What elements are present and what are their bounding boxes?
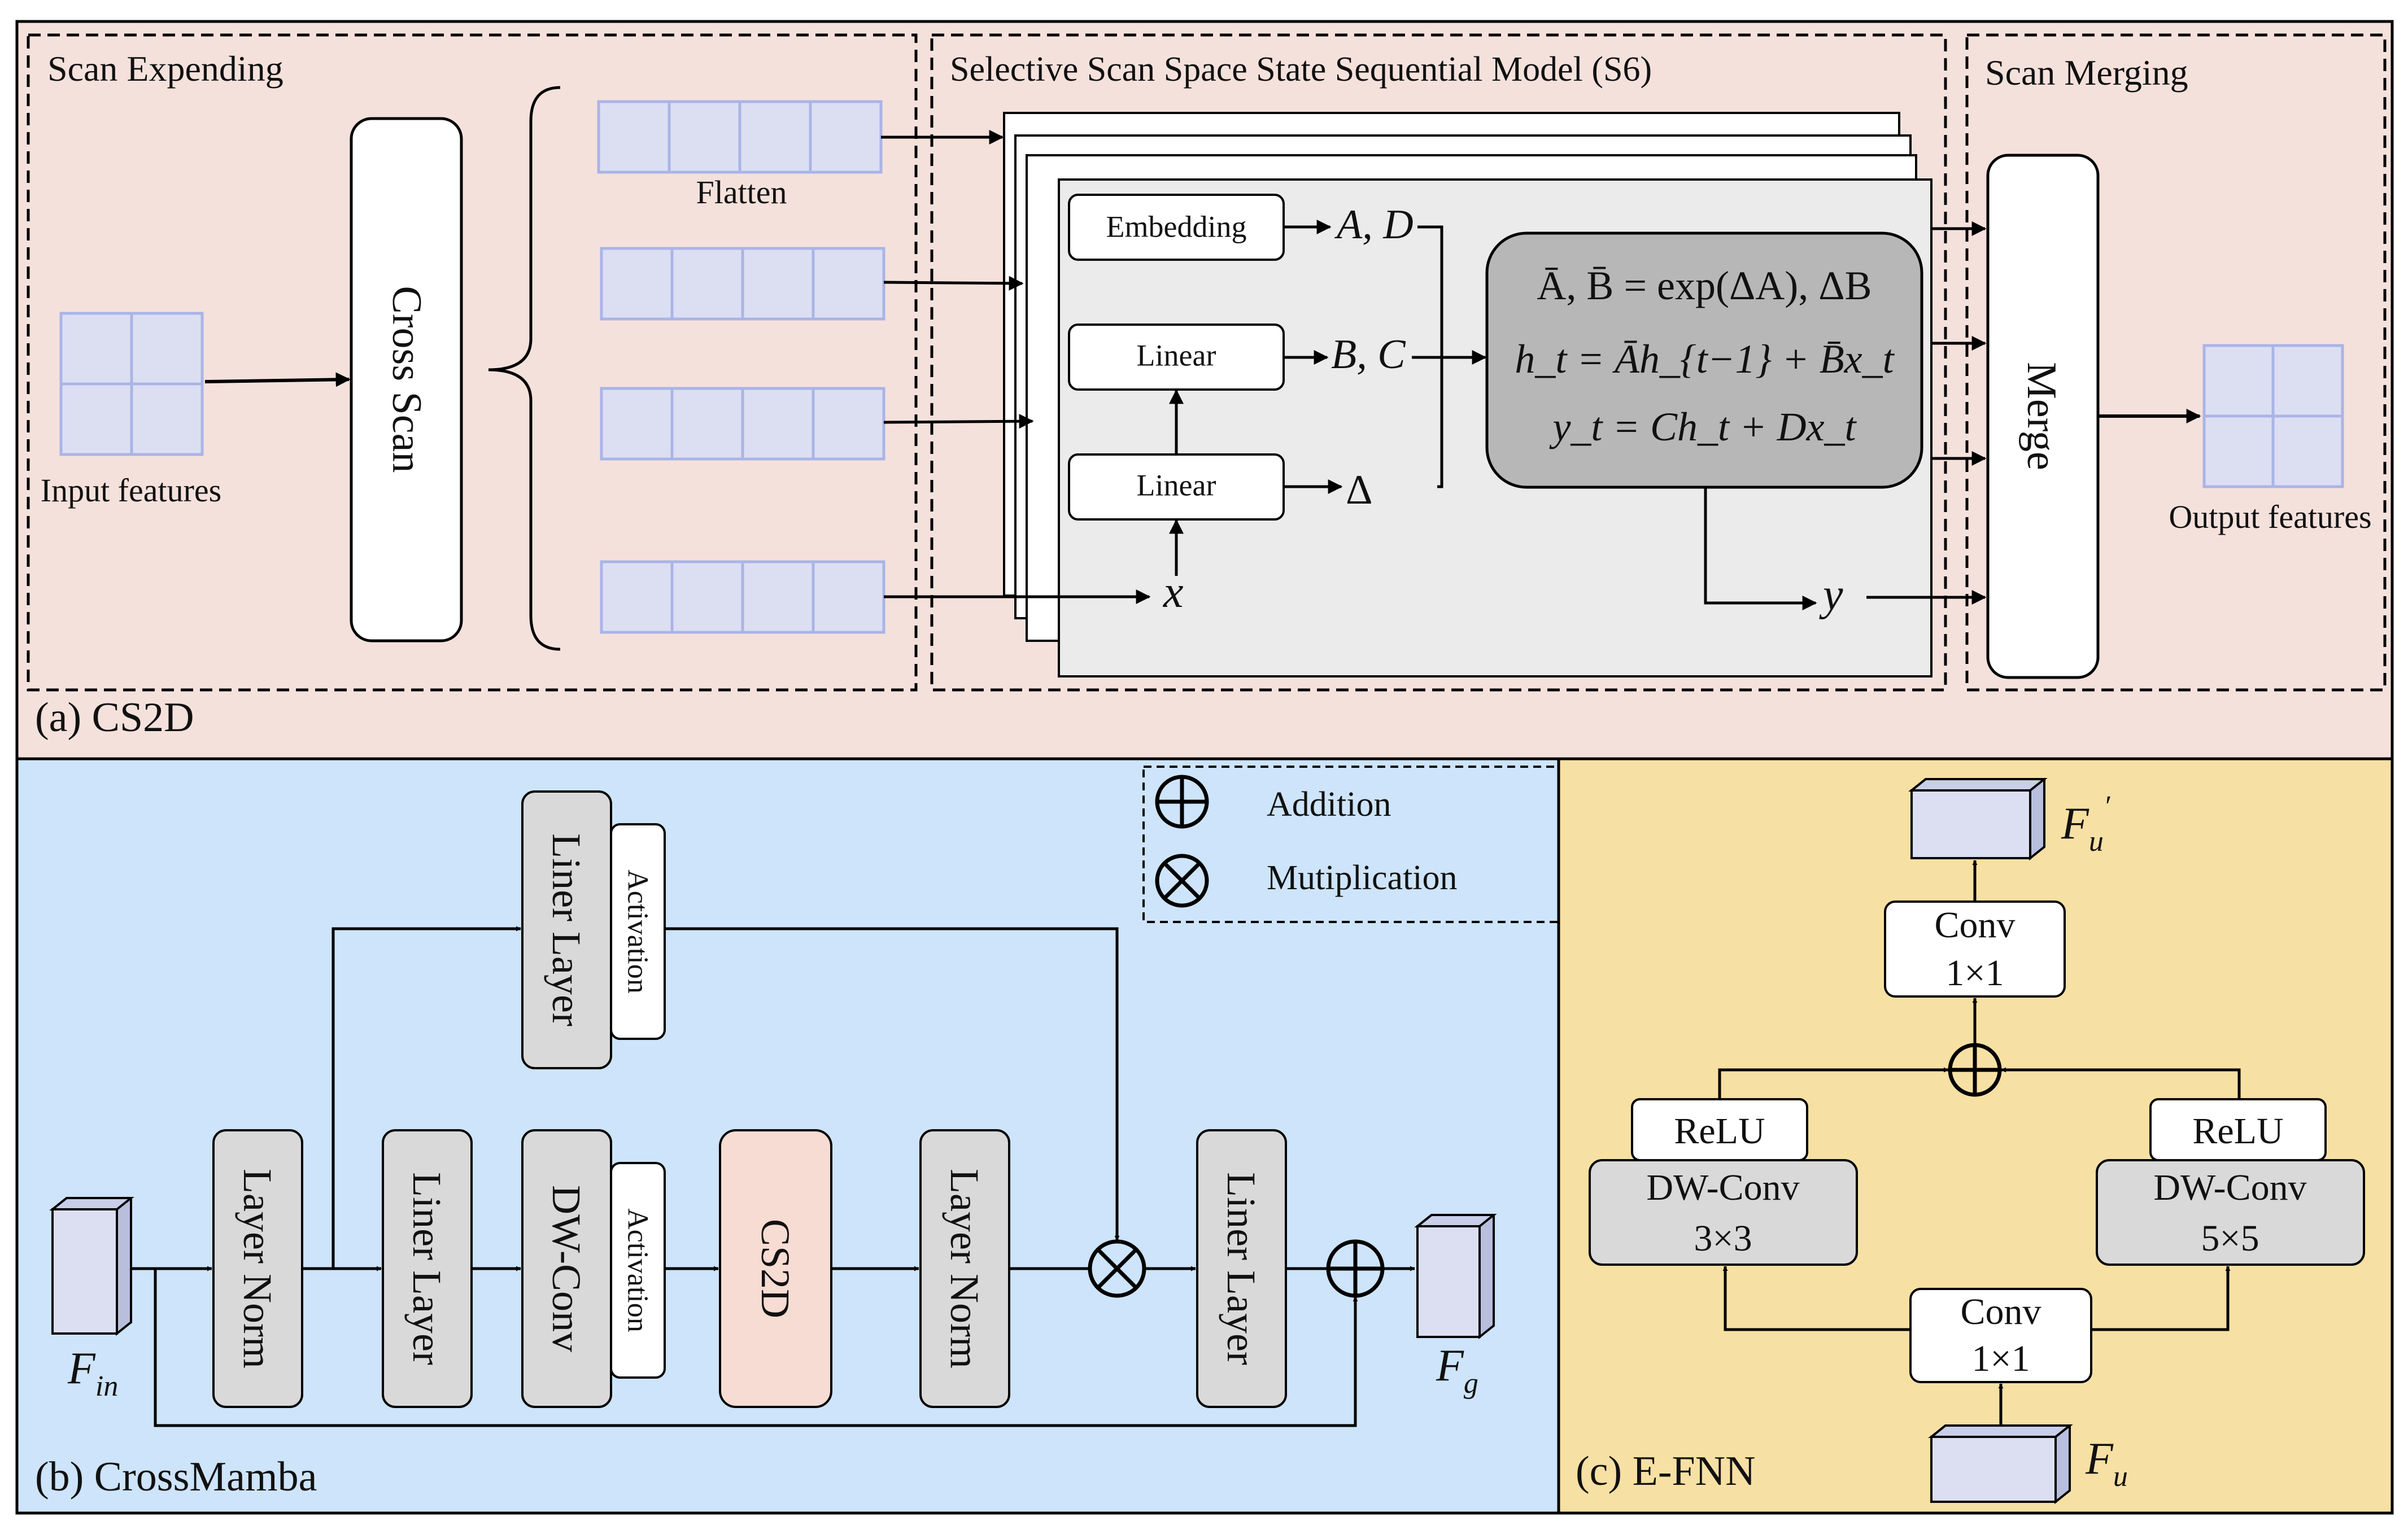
multiplication-legend-icon bbox=[1155, 854, 1209, 908]
output-fu-cuboid bbox=[1908, 778, 2048, 861]
relu-left-label: ReLU bbox=[1674, 1111, 1765, 1152]
flattened-row-3 bbox=[600, 387, 885, 461]
scan-expanding-section: Scan Expending Input features Cross Scan bbox=[27, 33, 918, 692]
input-fu-cuboid bbox=[1928, 1424, 2073, 1505]
input-feature-cuboid bbox=[49, 1197, 134, 1336]
embedding-label: Embedding bbox=[1106, 209, 1247, 243]
output-features-grid bbox=[2202, 344, 2344, 488]
equation-2: h_t = Āh_{t−1} + B̄x_t bbox=[1515, 336, 1895, 382]
dwconv-left-kernel: 3×3 bbox=[1694, 1218, 1752, 1259]
out-bc-label: B, C bbox=[1331, 331, 1406, 378]
s6-section: Selective Scan Space State Sequential Mo… bbox=[881, 33, 1987, 692]
conv-bottom-kernel: 1×1 bbox=[1971, 1338, 2030, 1379]
multiply-node-icon bbox=[1088, 1239, 1146, 1298]
add-node-c-icon bbox=[1948, 1043, 2002, 1097]
panel-efnn: Fu′ Conv 1×1 ReLU ReLU DW-Conv 3×3 DW-Co… bbox=[1557, 757, 2394, 1515]
scan-merging-section: Scan Merging Merge Output features bbox=[1965, 33, 2387, 692]
panel-c-label: (c) E-FNN bbox=[1576, 1448, 1756, 1494]
layer-norm-2-label: Layer Norm bbox=[942, 1169, 987, 1369]
dwconv-right-label: DW-Conv bbox=[2153, 1167, 2306, 1208]
addition-legend-icon bbox=[1155, 775, 1209, 829]
scan-merging-title: Scan Merging bbox=[1985, 53, 2188, 93]
panel-crossmamba: Addition Mutiplication Fin Layer Norm Li… bbox=[15, 757, 1560, 1515]
output-y-label: y bbox=[1819, 570, 1843, 620]
input-features-grid bbox=[59, 312, 204, 456]
dwconv-label: DW-Conv bbox=[544, 1185, 589, 1352]
input-fu-label: Fu bbox=[2085, 1434, 2128, 1493]
add-node-icon bbox=[1326, 1239, 1385, 1298]
out-ad-label: A, D bbox=[1334, 202, 1414, 248]
dwconv-left-label: DW-Conv bbox=[1646, 1167, 1799, 1208]
equation-1: Ā, B̄ = exp(ΔA), ΔB bbox=[1537, 263, 1872, 308]
conv-top-kernel: 1×1 bbox=[1945, 952, 2004, 994]
relu-right-label: ReLU bbox=[2192, 1111, 2283, 1152]
scan-expanding-title: Scan Expending bbox=[47, 49, 283, 89]
output-features-label: Output features bbox=[2169, 499, 2371, 535]
merge-label: Merge bbox=[2018, 362, 2065, 470]
linear-bottom-label: Linear bbox=[1137, 468, 1216, 502]
cross-scan-block bbox=[350, 117, 463, 642]
activation-top-block bbox=[610, 823, 666, 1040]
dwconv-right-kernel: 5×5 bbox=[2201, 1218, 2259, 1259]
liner-2-label: Liner Layer bbox=[1219, 1172, 1264, 1365]
multiplication-legend-label: Mutiplication bbox=[1267, 859, 1458, 897]
conv-bottom-label: Conv bbox=[1960, 1291, 2041, 1332]
flattened-row-2 bbox=[600, 247, 885, 321]
cs2d-label: CS2D bbox=[753, 1219, 798, 1318]
layer-norm-1-label: Layer Norm bbox=[235, 1169, 280, 1369]
cross-scan-label: Cross Scan bbox=[383, 286, 430, 473]
output-feature-cuboid bbox=[1414, 1214, 1497, 1340]
legend: Addition Mutiplication bbox=[1142, 766, 1560, 923]
activation-mid-block bbox=[610, 1162, 666, 1379]
flatten-brace bbox=[488, 86, 561, 651]
panel-cs2d: Scan Expending Input features Cross Scan bbox=[15, 20, 2394, 760]
flattened-row-4 bbox=[600, 560, 885, 634]
panel-b-label: (b) CrossMamba bbox=[35, 1454, 317, 1500]
dwconv-left-block bbox=[1589, 1159, 1858, 1266]
linear-top-label: Linear bbox=[1137, 338, 1216, 372]
equation-3: y_t = Ch_t + Dx_t bbox=[1548, 404, 1857, 449]
conv-top-block bbox=[1884, 900, 2066, 998]
panel-a-label: (a) CS2D bbox=[35, 694, 194, 741]
activation-mid-label: Activation bbox=[622, 1208, 654, 1332]
flattened-row-1 bbox=[597, 100, 883, 174]
conv-bottom-block bbox=[1909, 1288, 2092, 1383]
liner-1-label: Liner Layer bbox=[404, 1172, 450, 1365]
liner-top-label: Liner Layer bbox=[544, 833, 589, 1026]
dwconv-right-block bbox=[2096, 1159, 2365, 1266]
conv-top-label: Conv bbox=[1934, 904, 2015, 946]
s6-title: Selective Scan Space State Sequential Mo… bbox=[950, 50, 1652, 89]
input-features-label: Input features bbox=[41, 472, 221, 509]
addition-legend-label: Addition bbox=[1267, 785, 1391, 824]
out-delta-label: Δ bbox=[1346, 467, 1373, 513]
activation-top-label: Activation bbox=[622, 869, 654, 994]
input-x-label: x bbox=[1163, 567, 1184, 617]
flatten-label: Flatten bbox=[696, 174, 787, 211]
